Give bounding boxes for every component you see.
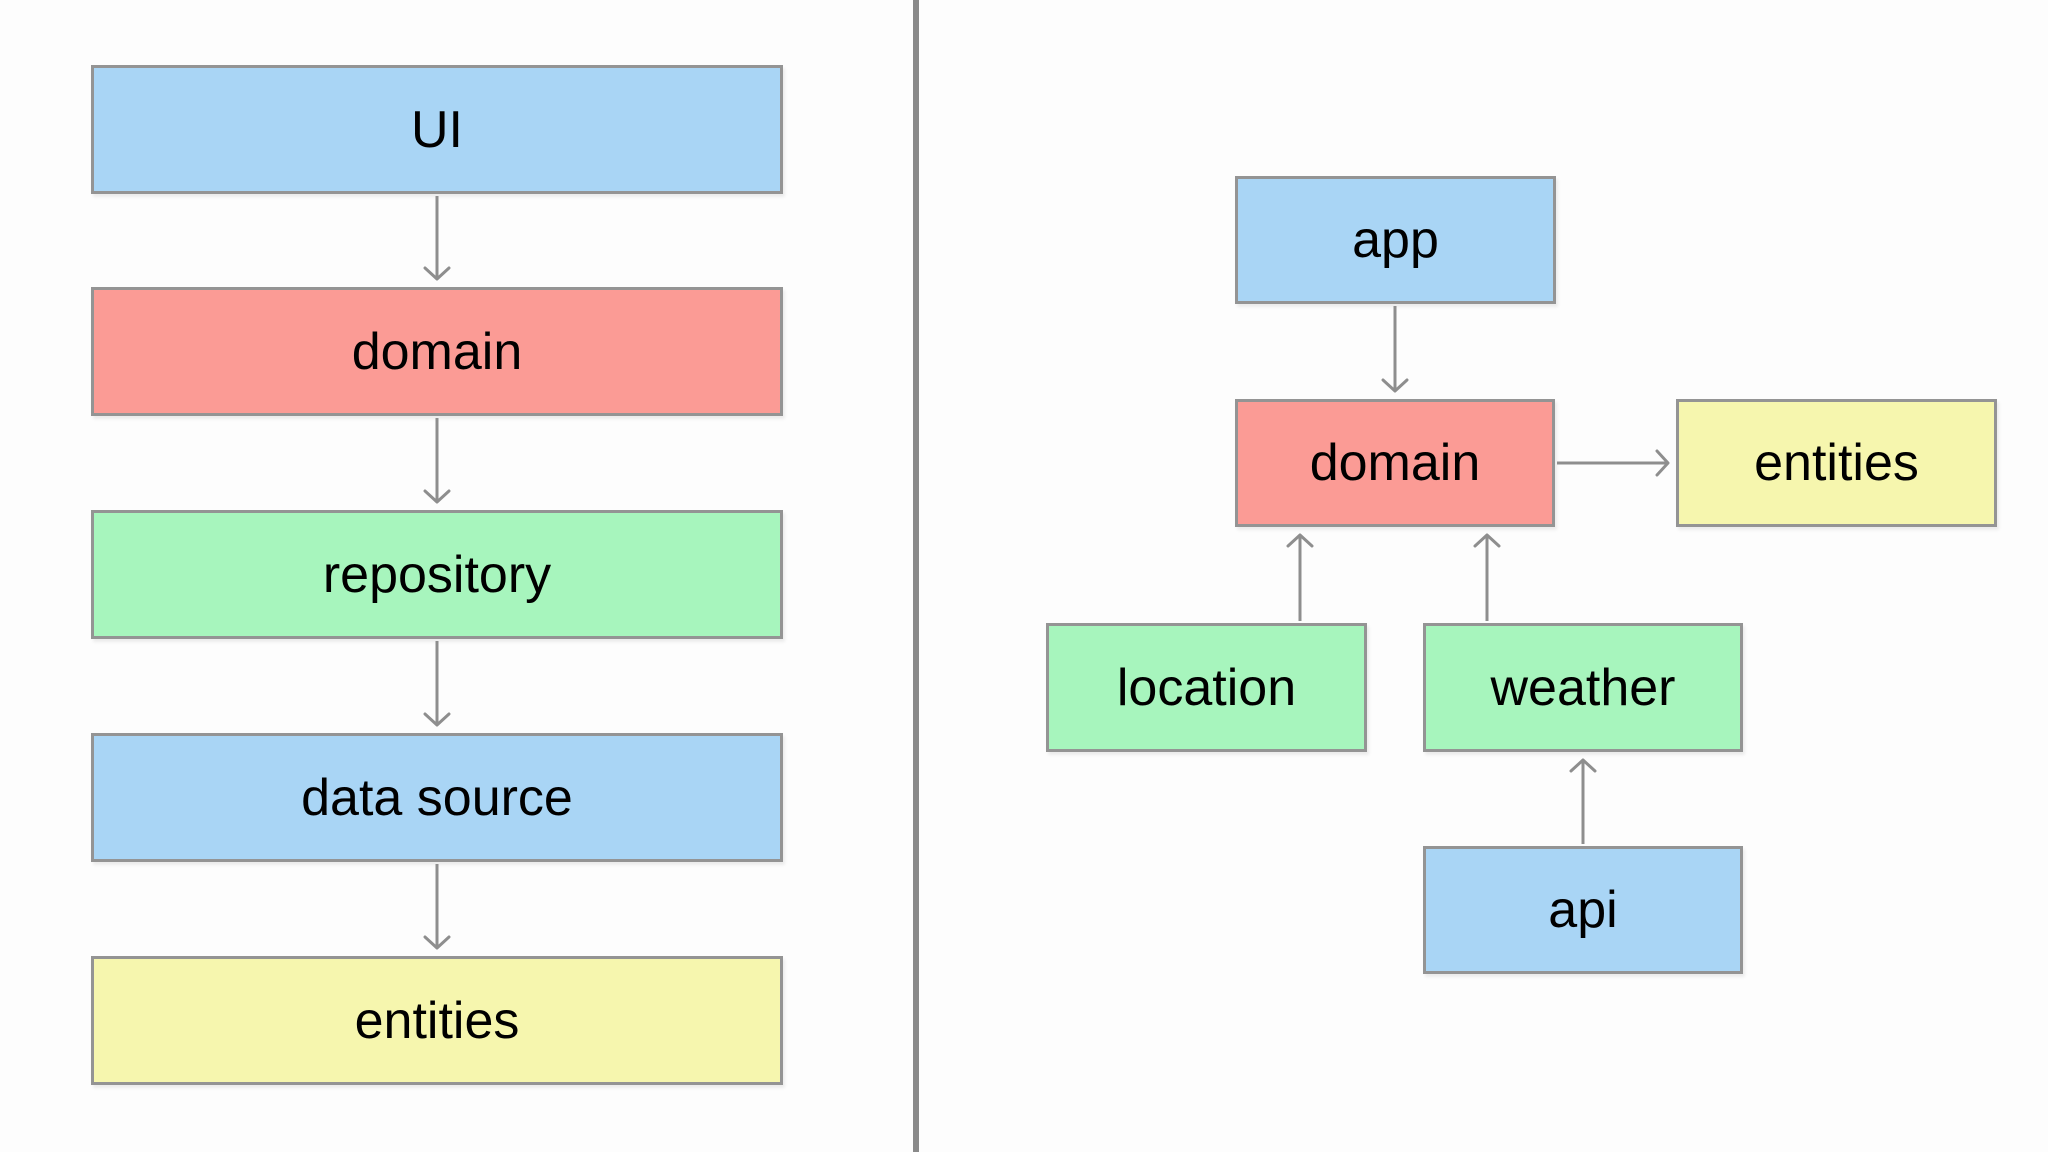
node-data-source-label: data source — [301, 768, 573, 827]
node-domain-left: domain — [91, 287, 783, 416]
node-api: api — [1423, 846, 1743, 974]
node-entities-left-label: entities — [354, 991, 520, 1050]
node-api-label: api — [1548, 881, 1618, 939]
node-domain-right-label: domain — [1309, 434, 1481, 492]
node-ui-label: UI — [411, 100, 463, 159]
node-domain-right: domain — [1235, 399, 1555, 527]
node-ui: UI — [91, 65, 783, 194]
node-data-source: data source — [91, 733, 783, 862]
node-weather: weather — [1423, 623, 1743, 752]
node-app-label: app — [1352, 211, 1439, 269]
vertical-divider — [913, 0, 919, 1152]
node-domain-left-label: domain — [351, 322, 523, 381]
node-entities-left: entities — [91, 956, 783, 1085]
node-entities-right: entities — [1676, 399, 1997, 527]
node-location: location — [1046, 623, 1367, 752]
node-weather-label: weather — [1490, 658, 1676, 717]
node-entities-right-label: entities — [1754, 434, 1919, 492]
node-repository: repository — [91, 510, 783, 639]
node-app: app — [1235, 176, 1556, 304]
node-location-label: location — [1116, 658, 1297, 717]
node-repository-label: repository — [322, 545, 552, 604]
